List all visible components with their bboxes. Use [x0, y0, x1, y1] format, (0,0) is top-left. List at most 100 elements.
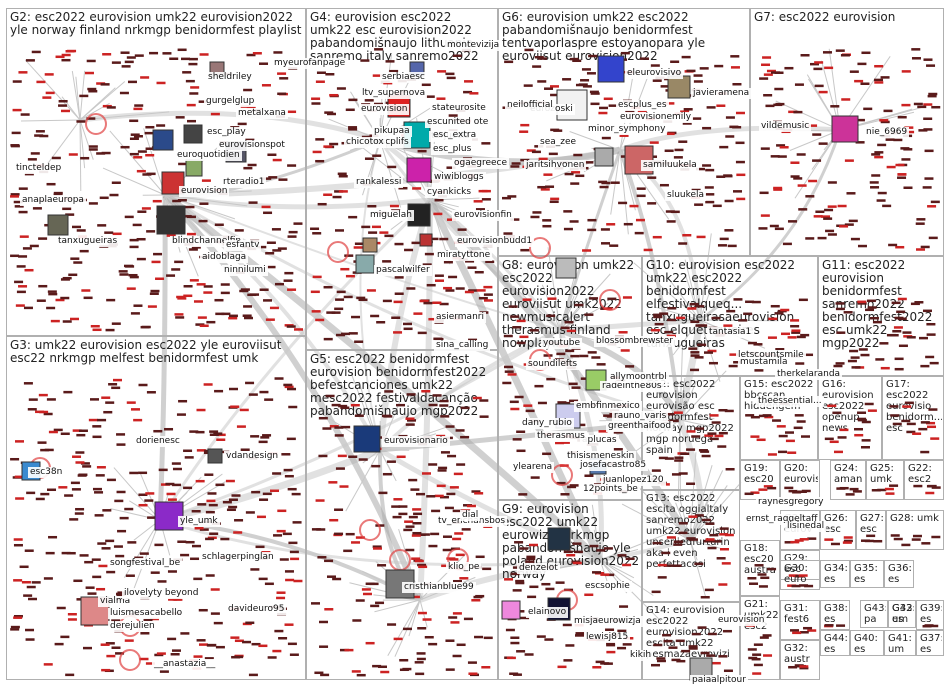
vertex-marker — [57, 607, 66, 610]
vertex-marker — [761, 64, 770, 67]
vertex-marker — [925, 150, 934, 153]
vertex-marker — [757, 573, 766, 576]
vertex-marker — [338, 173, 347, 176]
vertex-marker — [233, 531, 242, 534]
vertex-marker — [334, 508, 343, 511]
vertex-label: eurovision — [179, 186, 229, 197]
vertex-marker — [911, 48, 920, 51]
vertex-marker — [878, 192, 887, 195]
vertex-marker — [550, 201, 559, 204]
vertex-marker — [474, 200, 483, 203]
vertex-marker — [207, 492, 216, 495]
vertex-marker — [221, 283, 230, 286]
vertex-marker — [144, 499, 153, 502]
vertex-marker — [418, 332, 427, 335]
vertex-marker — [365, 99, 374, 102]
vertex-marker — [386, 60, 395, 63]
vertex-marker — [352, 619, 361, 622]
vertex-marker — [819, 91, 828, 94]
vertex-marker — [18, 71, 27, 74]
vertex-marker — [832, 412, 841, 415]
vertex-marker — [326, 395, 335, 398]
vertex-marker — [393, 331, 402, 334]
vertex-marker — [70, 318, 79, 321]
vertex-marker — [96, 474, 105, 477]
vertex-marker — [409, 516, 418, 519]
vertex-marker — [98, 565, 107, 568]
vertex-marker — [336, 467, 345, 470]
vertex-marker — [901, 420, 910, 423]
vertex-marker — [185, 206, 194, 209]
vertex-marker — [907, 336, 916, 339]
vertex-marker — [686, 483, 695, 486]
vertex-marker — [729, 126, 738, 129]
vertex-marker — [512, 326, 521, 329]
vertex-marker — [705, 589, 714, 592]
vertex-marker — [879, 119, 888, 122]
vertex-marker — [913, 535, 922, 538]
vertex-marker — [450, 486, 459, 489]
vertex-marker — [591, 92, 600, 95]
vertex-marker — [913, 485, 922, 488]
vertex-marker — [706, 654, 715, 657]
vertex-marker — [849, 220, 858, 223]
vertex-marker — [58, 104, 67, 107]
vertex-marker — [346, 533, 355, 536]
vertex-marker — [283, 533, 292, 536]
vertex-marker — [113, 233, 122, 236]
vertex-marker — [437, 485, 446, 488]
vertex-marker — [550, 85, 559, 88]
vertex-marker — [439, 238, 448, 241]
vertex-marker — [174, 261, 183, 264]
vertex-marker — [438, 467, 447, 470]
vertex-marker — [531, 476, 540, 479]
vertex-marker — [651, 64, 660, 67]
vertex-label: schlagerpinglan — [200, 552, 276, 563]
vertex-marker — [167, 638, 176, 641]
vertex-marker — [189, 58, 198, 61]
vertex-marker — [348, 99, 357, 102]
vertex-marker — [473, 596, 482, 599]
vertex-marker — [131, 133, 140, 136]
vertex-marker — [763, 634, 772, 637]
vertex-marker — [474, 492, 483, 495]
vertex-marker — [36, 130, 45, 133]
vertex-marker — [188, 63, 197, 65]
vertex-marker — [146, 230, 155, 233]
vertex-marker — [51, 320, 60, 323]
vertex-marker — [174, 313, 183, 316]
vertex-marker — [393, 498, 402, 501]
vertex-marker — [537, 186, 546, 189]
vertex-marker — [288, 643, 297, 646]
vertex-marker — [588, 55, 597, 58]
vertex-marker — [285, 475, 294, 478]
vertex-marker — [130, 276, 139, 279]
vertex-marker — [665, 150, 674, 153]
vertex-marker — [827, 405, 836, 408]
vertex-marker — [454, 532, 463, 535]
vertex-marker — [87, 60, 96, 63]
vertex-marker — [404, 520, 413, 523]
vertex-marker — [468, 672, 477, 675]
vertex-marker — [704, 351, 713, 354]
vertex-marker — [403, 628, 412, 631]
vertex-avatar — [598, 56, 624, 82]
vertex-marker — [846, 192, 855, 195]
vertex-marker — [926, 64, 935, 67]
vertex-marker — [916, 222, 925, 225]
vertex-marker — [278, 178, 287, 181]
vertex-marker — [582, 68, 591, 71]
vertex-marker — [841, 54, 850, 57]
vertex-marker — [408, 479, 417, 482]
vertex-marker — [601, 242, 610, 245]
vertex-marker — [68, 274, 77, 277]
vertex-marker — [70, 257, 79, 260]
vertex-marker — [150, 292, 159, 295]
vertex-marker — [221, 292, 230, 295]
vertex-marker — [720, 527, 729, 530]
vertex-marker — [379, 231, 388, 234]
vertex-marker — [63, 391, 72, 394]
vertex-marker — [128, 81, 137, 84]
vertex-marker — [453, 612, 462, 615]
vertex-marker — [927, 426, 936, 429]
